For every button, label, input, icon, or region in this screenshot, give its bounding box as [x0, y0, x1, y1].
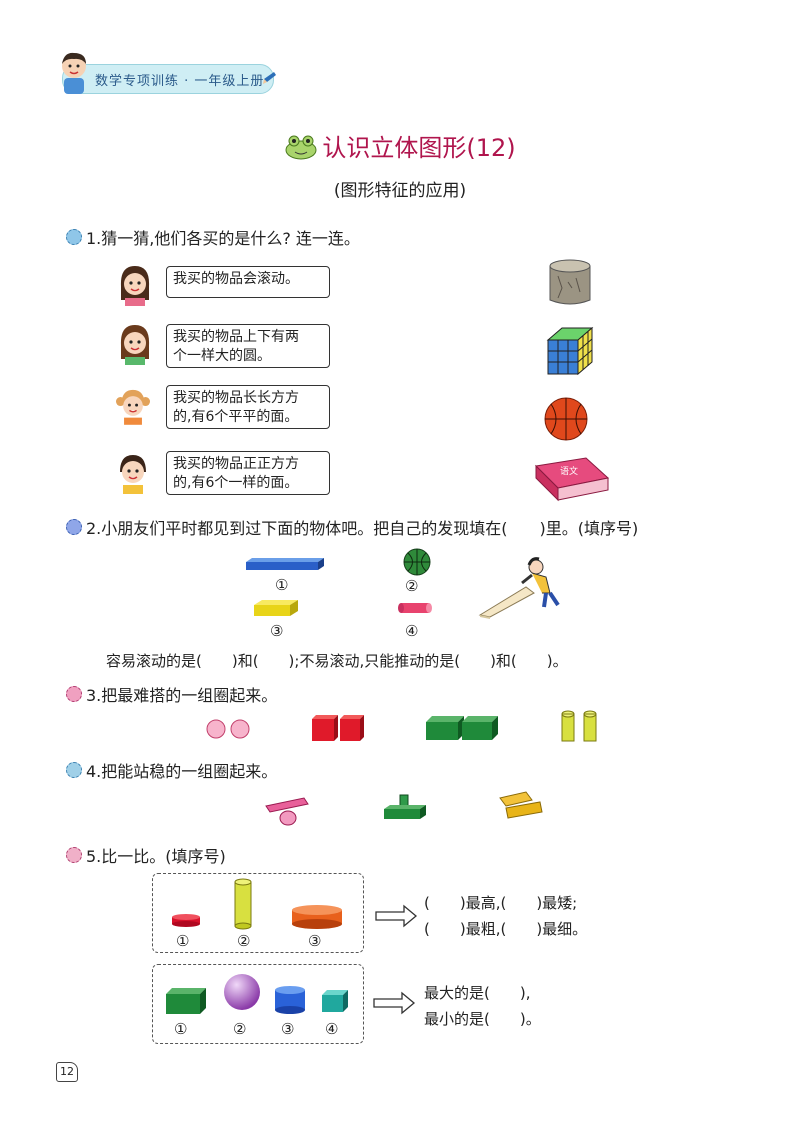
pink-cylinders-icon	[265, 797, 309, 826]
q5-g2-label-1: ①	[174, 1020, 188, 1038]
q5-g2-line2: 最小的是( )。	[424, 1010, 541, 1028]
q2-prompt: 2.小朋友们平时都见到过下面的物体吧。把自己的发现填在( )里。(填序号)	[66, 515, 638, 539]
two-cylinders-icon	[561, 710, 597, 742]
frog-icon	[285, 135, 317, 160]
green-box-icon	[166, 988, 206, 1014]
two-balls-icon	[206, 719, 250, 739]
blue-board-icon	[246, 558, 324, 570]
child-ramp-icon	[478, 557, 560, 619]
q5-g1-label-3: ③	[308, 932, 322, 950]
textbook-icon: 语文	[534, 457, 610, 502]
yellow-box-icon	[254, 600, 298, 616]
page-title: 认识立体图形(12)	[0, 128, 800, 163]
q5-g2-label-3: ③	[281, 1020, 295, 1038]
flower-icon	[66, 686, 82, 702]
page-number: 12	[56, 1062, 78, 1082]
two-red-cubes-icon	[312, 715, 364, 741]
q5-g2-line1: 最大的是( ),	[424, 984, 531, 1002]
yellow-blocks-icon	[499, 791, 543, 819]
girl-face-icon	[120, 455, 146, 494]
teal-cube-icon	[322, 990, 348, 1012]
two-green-boxes-icon	[426, 716, 498, 740]
q5-g1-line1: ( )最高,( )最矮;	[424, 894, 578, 912]
header-banner	[62, 64, 274, 94]
rubiks-cube-icon	[546, 326, 594, 376]
boy-mascot-icon	[62, 52, 86, 94]
q5-group2-box	[152, 964, 364, 1044]
blue-cylinder-icon	[275, 986, 305, 1014]
flower-icon	[66, 762, 82, 778]
q2-answer-line: 容易滚动的是( )和( );不易滚动,只能推动的是( )和( )。	[106, 652, 568, 670]
q2-label-1: ①	[275, 576, 289, 594]
orange-disc-icon	[292, 905, 342, 929]
speech-bubble-4: 我买的物品正正方方的,有6个一样的面。	[166, 451, 330, 495]
q4-prompt: 4.把能站稳的一组圈起来。	[66, 758, 277, 782]
q5-prompt: 5.比一比。(填序号)	[66, 843, 226, 867]
flower-icon	[66, 519, 82, 535]
book-label: 语文	[560, 465, 578, 477]
header-banner-text: 数学专项训练 · 一年级上册	[95, 74, 265, 89]
stone-cylinder-icon	[549, 259, 591, 305]
tall-yellow-cylinder-icon	[234, 878, 252, 930]
girl-pigtails-face-icon	[116, 389, 150, 425]
flower-icon	[66, 847, 82, 863]
arrow-icon	[373, 991, 416, 1015]
pencil-icon	[263, 72, 276, 84]
q1-prompt: 1.猜一猜,他们各买的是什么? 连一连。	[66, 225, 360, 249]
q2-label-2: ②	[405, 577, 419, 595]
girl-face-icon	[120, 325, 150, 365]
speech-bubble-1: 我买的物品会滚动。	[166, 266, 330, 298]
q5-g2-label-2: ②	[233, 1020, 247, 1038]
girl-face-icon	[120, 266, 150, 306]
basketball-icon	[544, 397, 588, 441]
q5-g1-line2: ( )最粗,( )最细。	[424, 920, 588, 938]
q5-group1-box	[152, 873, 364, 953]
page-subtitle: (图形特征的应用)	[333, 181, 467, 201]
q5-g1-label-1: ①	[176, 932, 190, 950]
red-disc-icon	[172, 914, 200, 927]
q3-prompt: 3.把最难搭的一组圈起来。	[66, 682, 277, 706]
q2-label-3: ③	[270, 622, 284, 640]
q5-g2-label-4: ④	[325, 1020, 339, 1038]
arrow-icon	[375, 904, 418, 928]
green-ball-icon	[403, 548, 431, 576]
speech-bubble-2: 我买的物品上下有两个一样大的圆。	[166, 324, 330, 368]
flower-icon	[66, 229, 82, 245]
pink-cylinder-icon	[398, 603, 432, 613]
speech-bubble-3: 我买的物品长长方方的,有6个平平的面。	[166, 385, 330, 429]
green-t-shape-icon	[384, 794, 426, 819]
purple-sphere-icon	[224, 974, 260, 1010]
q5-g1-label-2: ②	[237, 932, 251, 950]
q2-label-4: ④	[405, 622, 419, 640]
